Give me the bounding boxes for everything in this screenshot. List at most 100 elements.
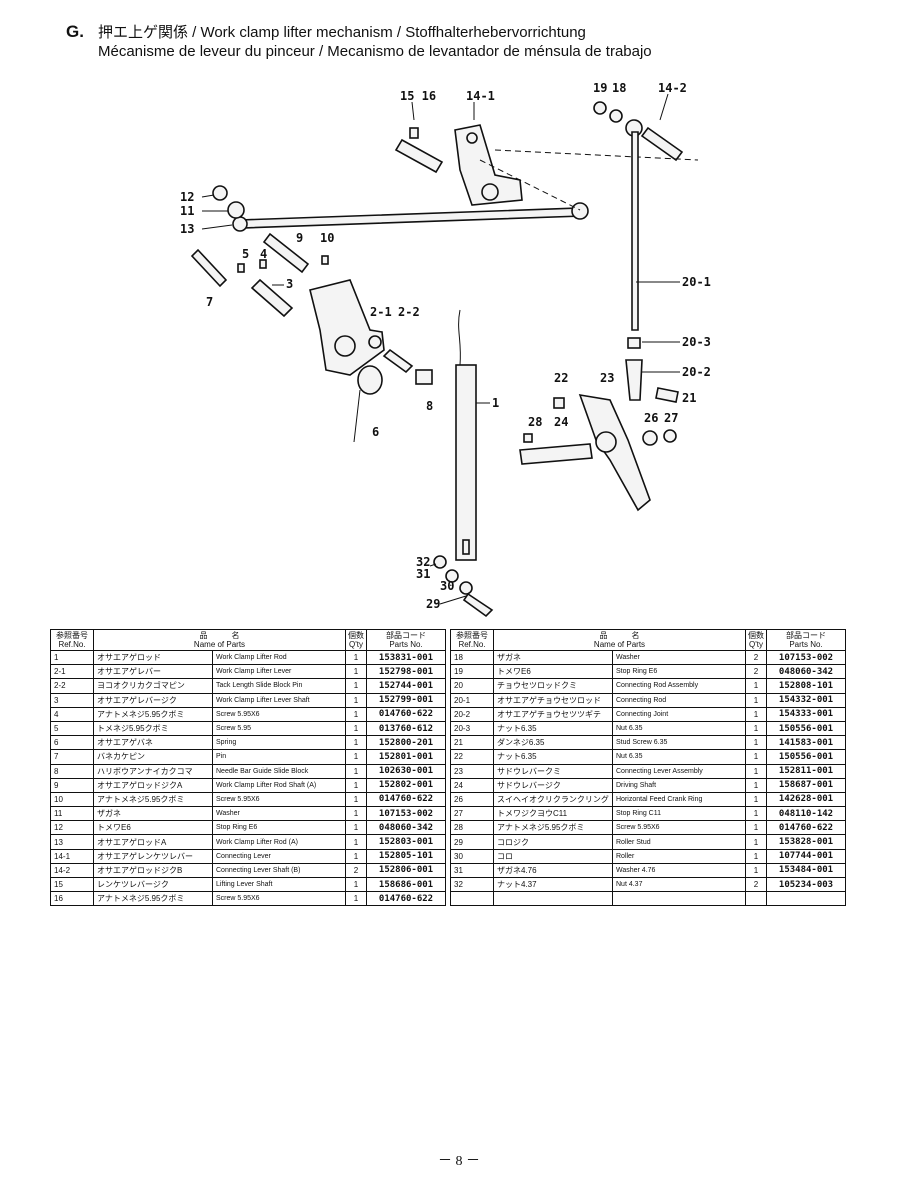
name-jp-cell: ダンネジ6.35 (493, 735, 613, 751)
name-en-cell: Work Clamp Lifter Rod (A) (212, 834, 346, 850)
ref-cell: 10 (50, 791, 94, 808)
part-slide-block-pin (382, 348, 414, 374)
ref-cell: 7 (50, 749, 94, 765)
callout-20-1: 20-1 (682, 275, 711, 289)
ref-cell: 20-1 (450, 692, 494, 708)
name-en-cell: Screw 5.95X6 (212, 706, 346, 722)
name-jp-cell: オサエアゲレンケツレバー (93, 848, 213, 864)
name-en-cell: Lifting Lever Shaft (212, 876, 346, 893)
name-en-cell: Screw 5.95X6 (212, 791, 346, 808)
part-code-cell: 142628-001 (766, 791, 846, 808)
part-feed-crank-ring (642, 430, 658, 446)
callout-26: 26 (644, 411, 658, 425)
qty-cell: 1 (745, 791, 767, 808)
table-row (450, 891, 846, 907)
ref-cell: 20 (450, 678, 494, 694)
qty-cell: 1 (745, 862, 767, 879)
ref-cell: 1 (50, 649, 94, 666)
part-rod-shaft-9 (262, 232, 310, 274)
ref-cell: 20-2 (450, 706, 494, 722)
part-stop-ring-12 (212, 185, 228, 201)
part-code-cell: 014760-622 (366, 791, 446, 808)
qty-cell: 1 (745, 720, 767, 737)
part-connecting-lever (454, 124, 523, 206)
section-title-line1: 押エ上ゲ関係 / Work clamp lifter mechanism / S… (97, 24, 586, 41)
qty-cell (745, 891, 767, 907)
name-jp-cell: ナット6.35 (493, 749, 613, 765)
qty-cell: 1 (745, 848, 767, 864)
name-en-cell: Connecting Lever Assembly (612, 763, 746, 779)
callout-4: 4 (260, 247, 267, 261)
callout-20-2: 20-2 (682, 365, 711, 379)
name-jp-cell: バネカケピン (93, 749, 213, 765)
part-connecting-lever-shaft-b (640, 126, 684, 162)
part-connecting-joint (625, 359, 643, 401)
part-code-cell: 158686-001 (366, 876, 446, 893)
section-letter: G. (66, 22, 84, 41)
callout-8: 8 (426, 399, 433, 413)
name-en-cell: Screw 5.95 (212, 720, 346, 737)
name-en-cell: Screw 5.95X6 (612, 820, 746, 836)
callout-10: 10 (320, 231, 334, 245)
name-jp-cell: ザガネ (93, 806, 213, 822)
callout-7: 7 (206, 295, 213, 309)
name-jp-cell: ザガネ (493, 649, 613, 666)
name-en-cell: Roller (612, 848, 746, 864)
part-code-cell: 152806-001 (366, 862, 446, 879)
name-en-cell: Connecting Lever (212, 848, 346, 864)
section-heading: G. 押エ上ゲ関係 / Work clamp lifter mechanism … (66, 22, 652, 61)
callout-14-1: 14-1 (466, 89, 495, 103)
callout-24: 24 (554, 415, 568, 429)
qty-cell: 1 (745, 777, 767, 793)
part-code-cell: 150556-001 (766, 720, 846, 737)
section-title-line2: Mécanisme de leveur du pinceur / Mecanis… (98, 43, 652, 60)
part-nut-22 (553, 397, 565, 409)
qty-cell: 1 (745, 763, 767, 779)
ref-cell: 31 (450, 862, 494, 879)
part-screw-10 (321, 255, 329, 265)
ref-cell: 14-1 (50, 848, 94, 864)
name-jp-cell: コロ (493, 848, 613, 864)
qty-cell: 1 (345, 834, 367, 850)
part-code-cell: 153828-001 (766, 834, 846, 850)
qty-cell: 1 (745, 735, 767, 751)
part-code-cell: 153484-001 (766, 862, 846, 879)
part-code-cell: 152800-201 (366, 735, 446, 751)
ref-cell: 5 (50, 720, 94, 737)
name-en-cell: Pin (212, 749, 346, 765)
name-en-cell: Spring (212, 735, 346, 751)
part-code-cell: 154333-001 (766, 706, 846, 722)
qty-cell: 1 (745, 806, 767, 822)
callout-20-3: 20-3 (682, 335, 711, 349)
qty-cell: 1 (345, 891, 367, 907)
name-en-cell: Connecting Rod Assembly (612, 678, 746, 694)
part-pin-7 (190, 248, 228, 288)
name-jp-cell: ヨコオクリカクゴマピン (93, 678, 213, 694)
name-jp-cell (493, 891, 613, 907)
callout-15-16: 15 16 (400, 89, 436, 103)
name-en-cell: Screw 5.95X6 (212, 891, 346, 907)
qty-cell: 2 (745, 664, 767, 680)
qty-cell: 1 (745, 706, 767, 722)
part-code-cell: 102630-001 (366, 763, 446, 779)
name-en-cell: Work Clamp Lifter Rod Shaft (A) (212, 777, 346, 793)
name-jp-cell: オサエアゲロッドA (93, 834, 213, 850)
qty-cell: 1 (345, 678, 367, 694)
